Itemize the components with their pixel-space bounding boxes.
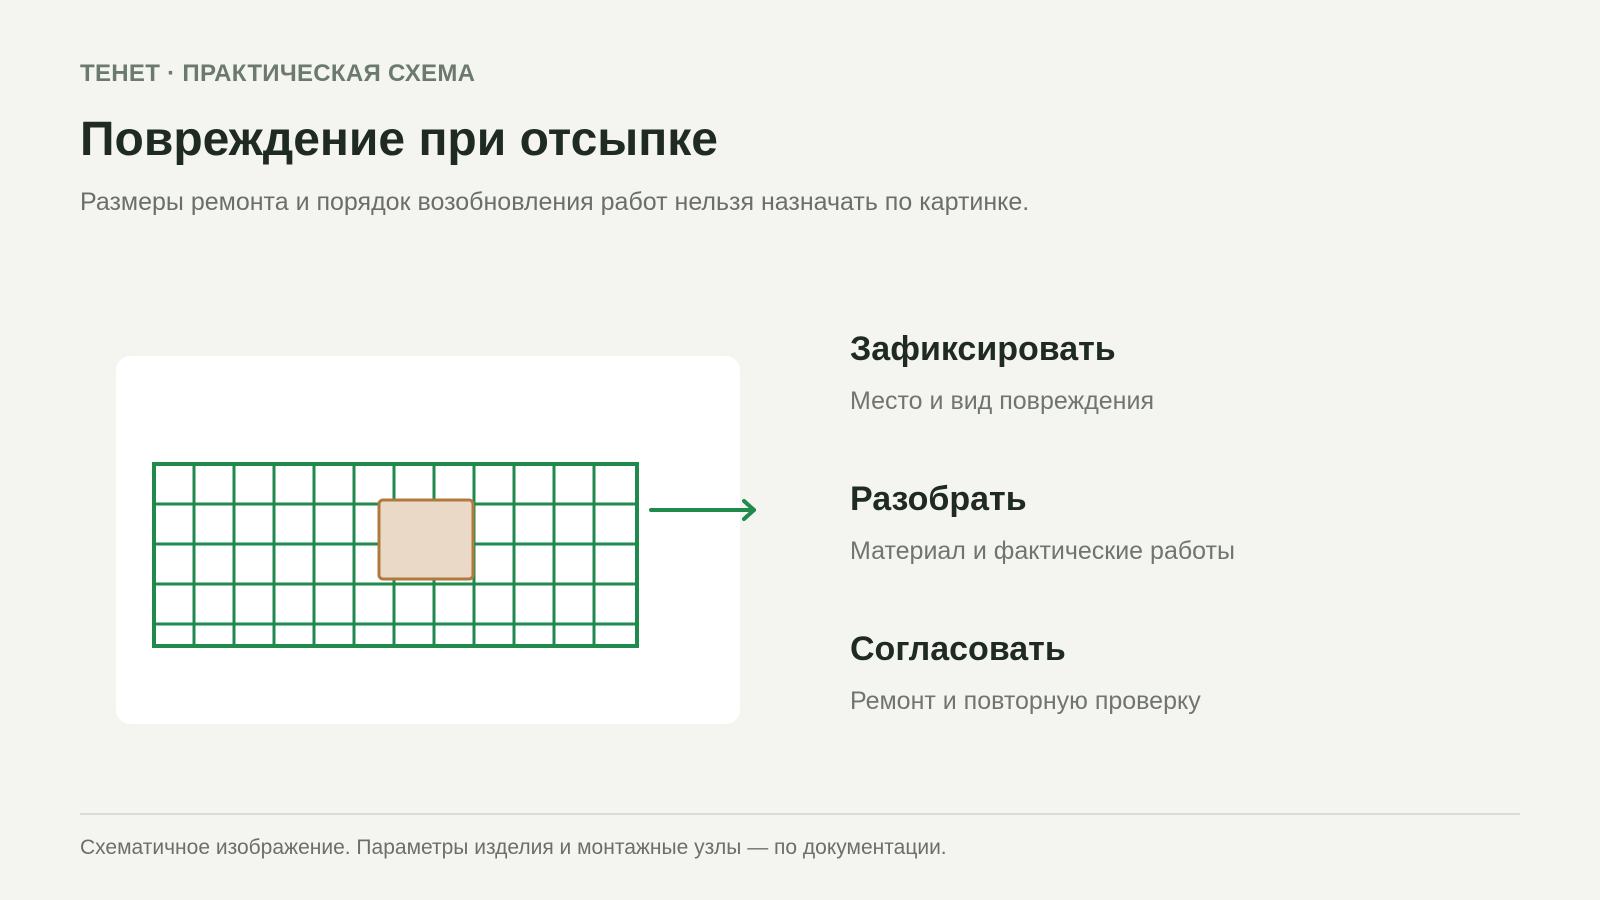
step-item-dismantle: Разобрать Материал и фактические работы — [850, 480, 1490, 566]
arrow-right-icon — [649, 499, 756, 521]
footer-divider — [80, 813, 1520, 815]
diagram-card — [116, 356, 756, 724]
step-description: Ремонт и повторную проверку — [850, 687, 1201, 715]
kicker-label: ТЕНЕТ · ПРАКТИЧЕСКАЯ СХЕМА — [80, 60, 476, 87]
page-subtitle: Размеры ремонта и порядок возобновления … — [80, 188, 1030, 216]
footer-note: Схематичное изображение. Параметры издел… — [80, 836, 947, 859]
damage-area — [377, 498, 475, 581]
step-title: Согласовать — [850, 630, 1066, 668]
step-title: Разобрать — [850, 480, 1027, 518]
page-title: Повреждение при отсыпке — [80, 113, 718, 166]
step-item-agree: Согласовать Ремонт и повторную проверку — [850, 630, 1490, 716]
step-title: Зафиксировать — [850, 330, 1116, 368]
step-item-record: Зафиксировать Место и вид повреждения — [850, 330, 1490, 416]
step-description: Материал и фактические работы — [850, 537, 1235, 565]
step-description: Место и вид повреждения — [850, 387, 1154, 415]
net-damage-diagram — [152, 462, 756, 648]
